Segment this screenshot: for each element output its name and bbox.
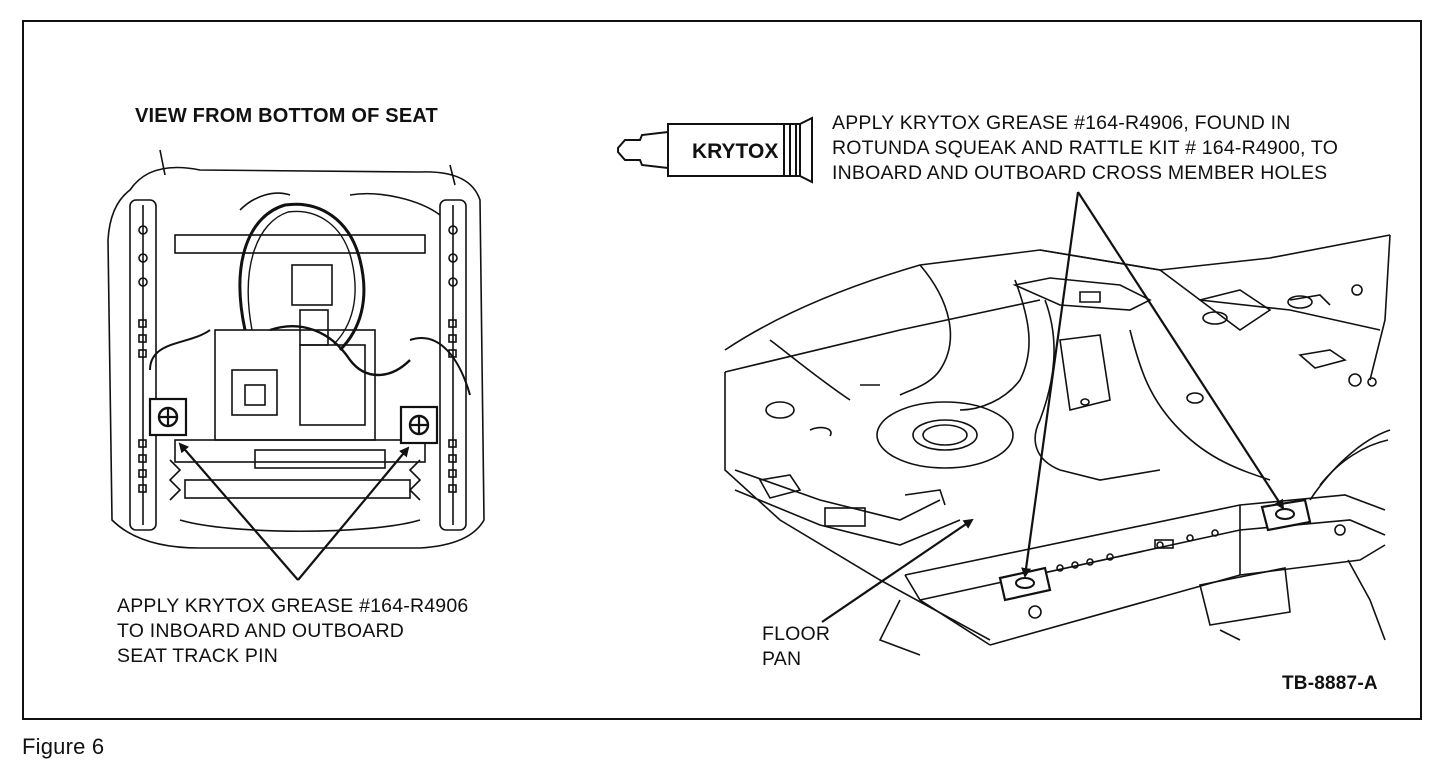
seat-view-title: VIEW FROM BOTTOM OF SEAT [135, 105, 438, 127]
left-seat-track [129, 199, 157, 531]
cross-member-arrows [1021, 191, 1285, 578]
inboard-cross-member-hole [1260, 498, 1312, 532]
rear-cross-member [904, 494, 1386, 646]
floor-pan-illustration [724, 234, 1391, 656]
figure-frame [22, 20, 1422, 720]
floor-pan-label: FLOOR PAN [762, 623, 831, 670]
seat-pin-arrows [178, 442, 410, 581]
floor-pan-arrow [821, 518, 974, 623]
krytox-tube-label: KRYTOX [692, 140, 778, 163]
cross-member-grease-note: APPLY KRYTOX GREASE #164-R4906, FOUND IN… [832, 112, 1339, 184]
seat-track-pin-note: APPLY KRYTOX GREASE #164-R4906 TO INBOAR… [117, 595, 469, 667]
figure-caption: Figure 6 [22, 734, 105, 759]
outboard-seat-track-pin [148, 397, 188, 437]
right-seat-track [439, 199, 467, 531]
krytox-grease-tube [617, 116, 813, 184]
reference-code: TB-8887-A [1282, 673, 1378, 694]
seat-bottom-illustration [107, 149, 485, 549]
inboard-seat-track-pin [399, 405, 439, 445]
